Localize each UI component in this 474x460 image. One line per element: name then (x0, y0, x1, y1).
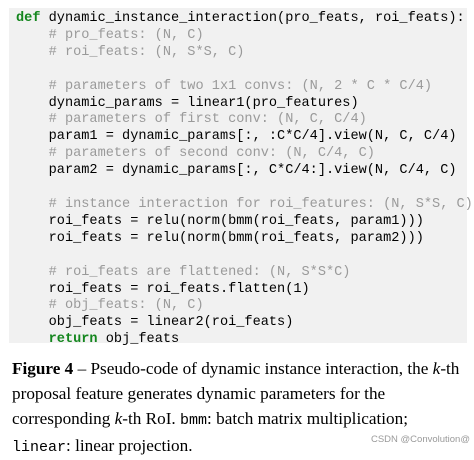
code-line: roi_feats = relu(norm(bmm(roi_feats, par… (16, 213, 424, 229)
figure-label: Figure 4 (12, 359, 74, 378)
code-keyword: return (48, 332, 98, 348)
code-text: obj_feats (97, 332, 180, 348)
code-line: def dynamic_instance_interaction(pro_fea… (16, 11, 465, 26)
caption-k-2: k (114, 409, 123, 428)
code-line: obj_feats = linear2(roi_feats) (16, 315, 294, 331)
code-line: param1 = dynamic_params[:, :C*C/4].view(… (16, 129, 457, 145)
watermark: CSDN @Convolution@ (370, 434, 470, 445)
code-comment-line: # pro_feats: (N, C) (16, 27, 204, 43)
code-line: dynamic_params = linear1(pro_features) (16, 95, 359, 111)
code-comment-line: # parameters of two 1x1 convs: (N, 2 * C… (16, 78, 433, 94)
code-comment-line: # parameters of second conv: (N, C/4, C) (16, 146, 375, 162)
code-comment-line: # obj_feats: (N, C) (16, 298, 204, 314)
code-text (16, 332, 49, 347)
code-line: param2 = dynamic_params[:, C*C/4:].view(… (16, 163, 457, 179)
code-line: return obj_feats (16, 332, 180, 348)
code-comment-line: # roi_feats are flattened: (N, S*S*C) (16, 264, 351, 280)
pseudo-code: def dynamic_instance_interaction(pro_fea… (16, 11, 473, 349)
caption-text-1: Pseudo-code of dynamic instance interact… (90, 359, 433, 378)
caption-text-3: -th RoI. (122, 409, 181, 428)
code-comment-line: # instance interaction for roi_features:… (16, 196, 473, 212)
code-line: roi_feats = relu(norm(bmm(roi_feats, par… (16, 230, 424, 246)
code-keyword: def (16, 11, 41, 26)
caption-text-2: -th proposal feature generates dynamic p… (12, 359, 460, 428)
code-comment-line: # parameters of first conv: (N, C, C/4) (16, 112, 367, 128)
code-comment-line: # roi_feats: (N, S*S, C) (16, 44, 245, 60)
code-block: def dynamic_instance_interaction(pro_fea… (9, 8, 473, 347)
code-line: roi_feats = roi_feats.flatten(1) (16, 281, 310, 297)
caption-k-1: k (432, 359, 441, 378)
caption-bmm-code: bmm (180, 412, 208, 429)
caption-dash: – (73, 359, 91, 378)
caption-text-5: : linear projection. (66, 436, 193, 455)
caption-text-4: : batch matrix multiplication; (207, 409, 409, 428)
code-text: dynamic_instance_interaction(pro_feats, … (40, 11, 465, 26)
